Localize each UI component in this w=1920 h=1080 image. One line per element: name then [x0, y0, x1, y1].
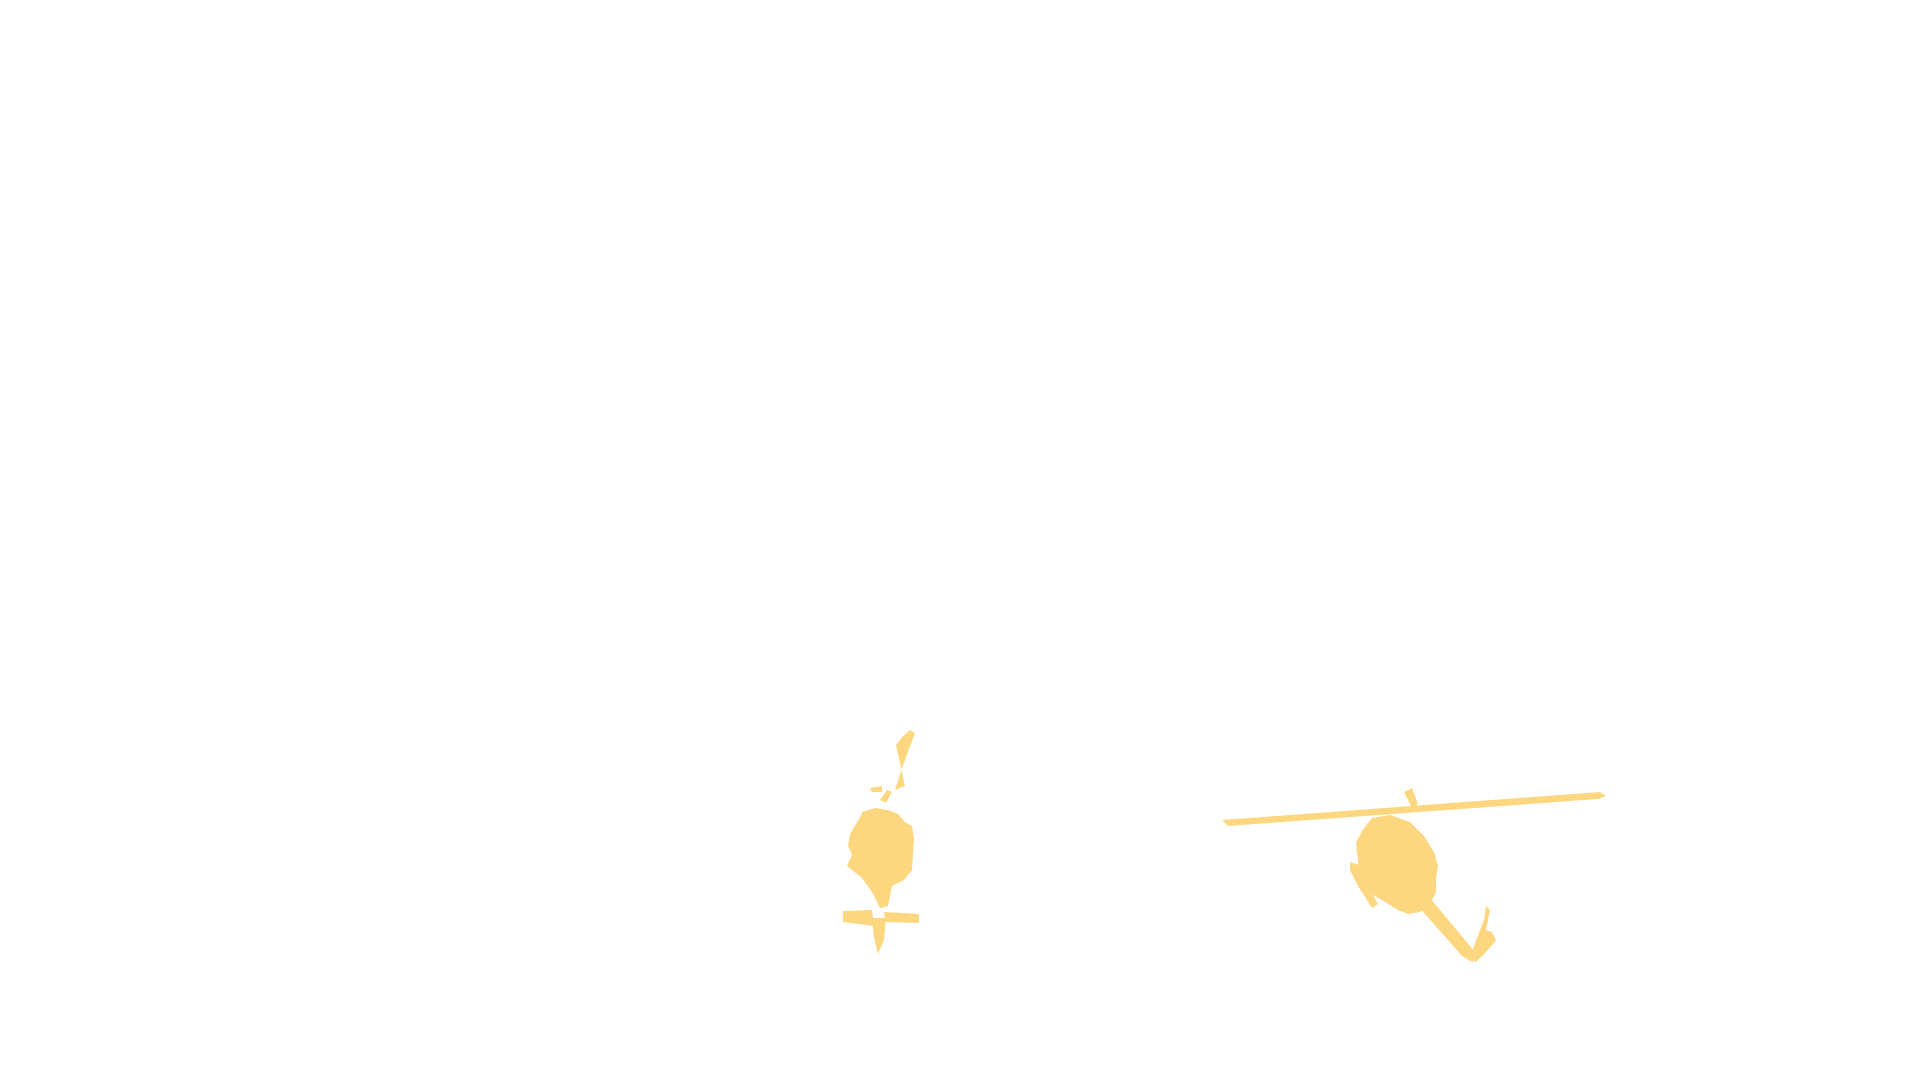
fuselage — [847, 808, 914, 908]
helicopter-side-tilted-icon — [1222, 788, 1606, 962]
main-rotor-blade — [895, 730, 915, 790]
landing-skid-right — [884, 912, 919, 923]
tail-boom — [872, 918, 886, 954]
main-rotor-blade — [1222, 792, 1606, 826]
fuselage — [1356, 815, 1438, 914]
rotor-mast — [880, 790, 892, 803]
tail-fin — [1470, 906, 1496, 962]
rotor-hub — [870, 786, 882, 792]
rotor-mast — [1404, 788, 1418, 808]
tail-boom — [1418, 898, 1478, 962]
landing-skid-left — [843, 910, 874, 926]
helicopter-front-tilted-icon — [843, 730, 919, 954]
landing-gear-front — [1350, 862, 1378, 908]
